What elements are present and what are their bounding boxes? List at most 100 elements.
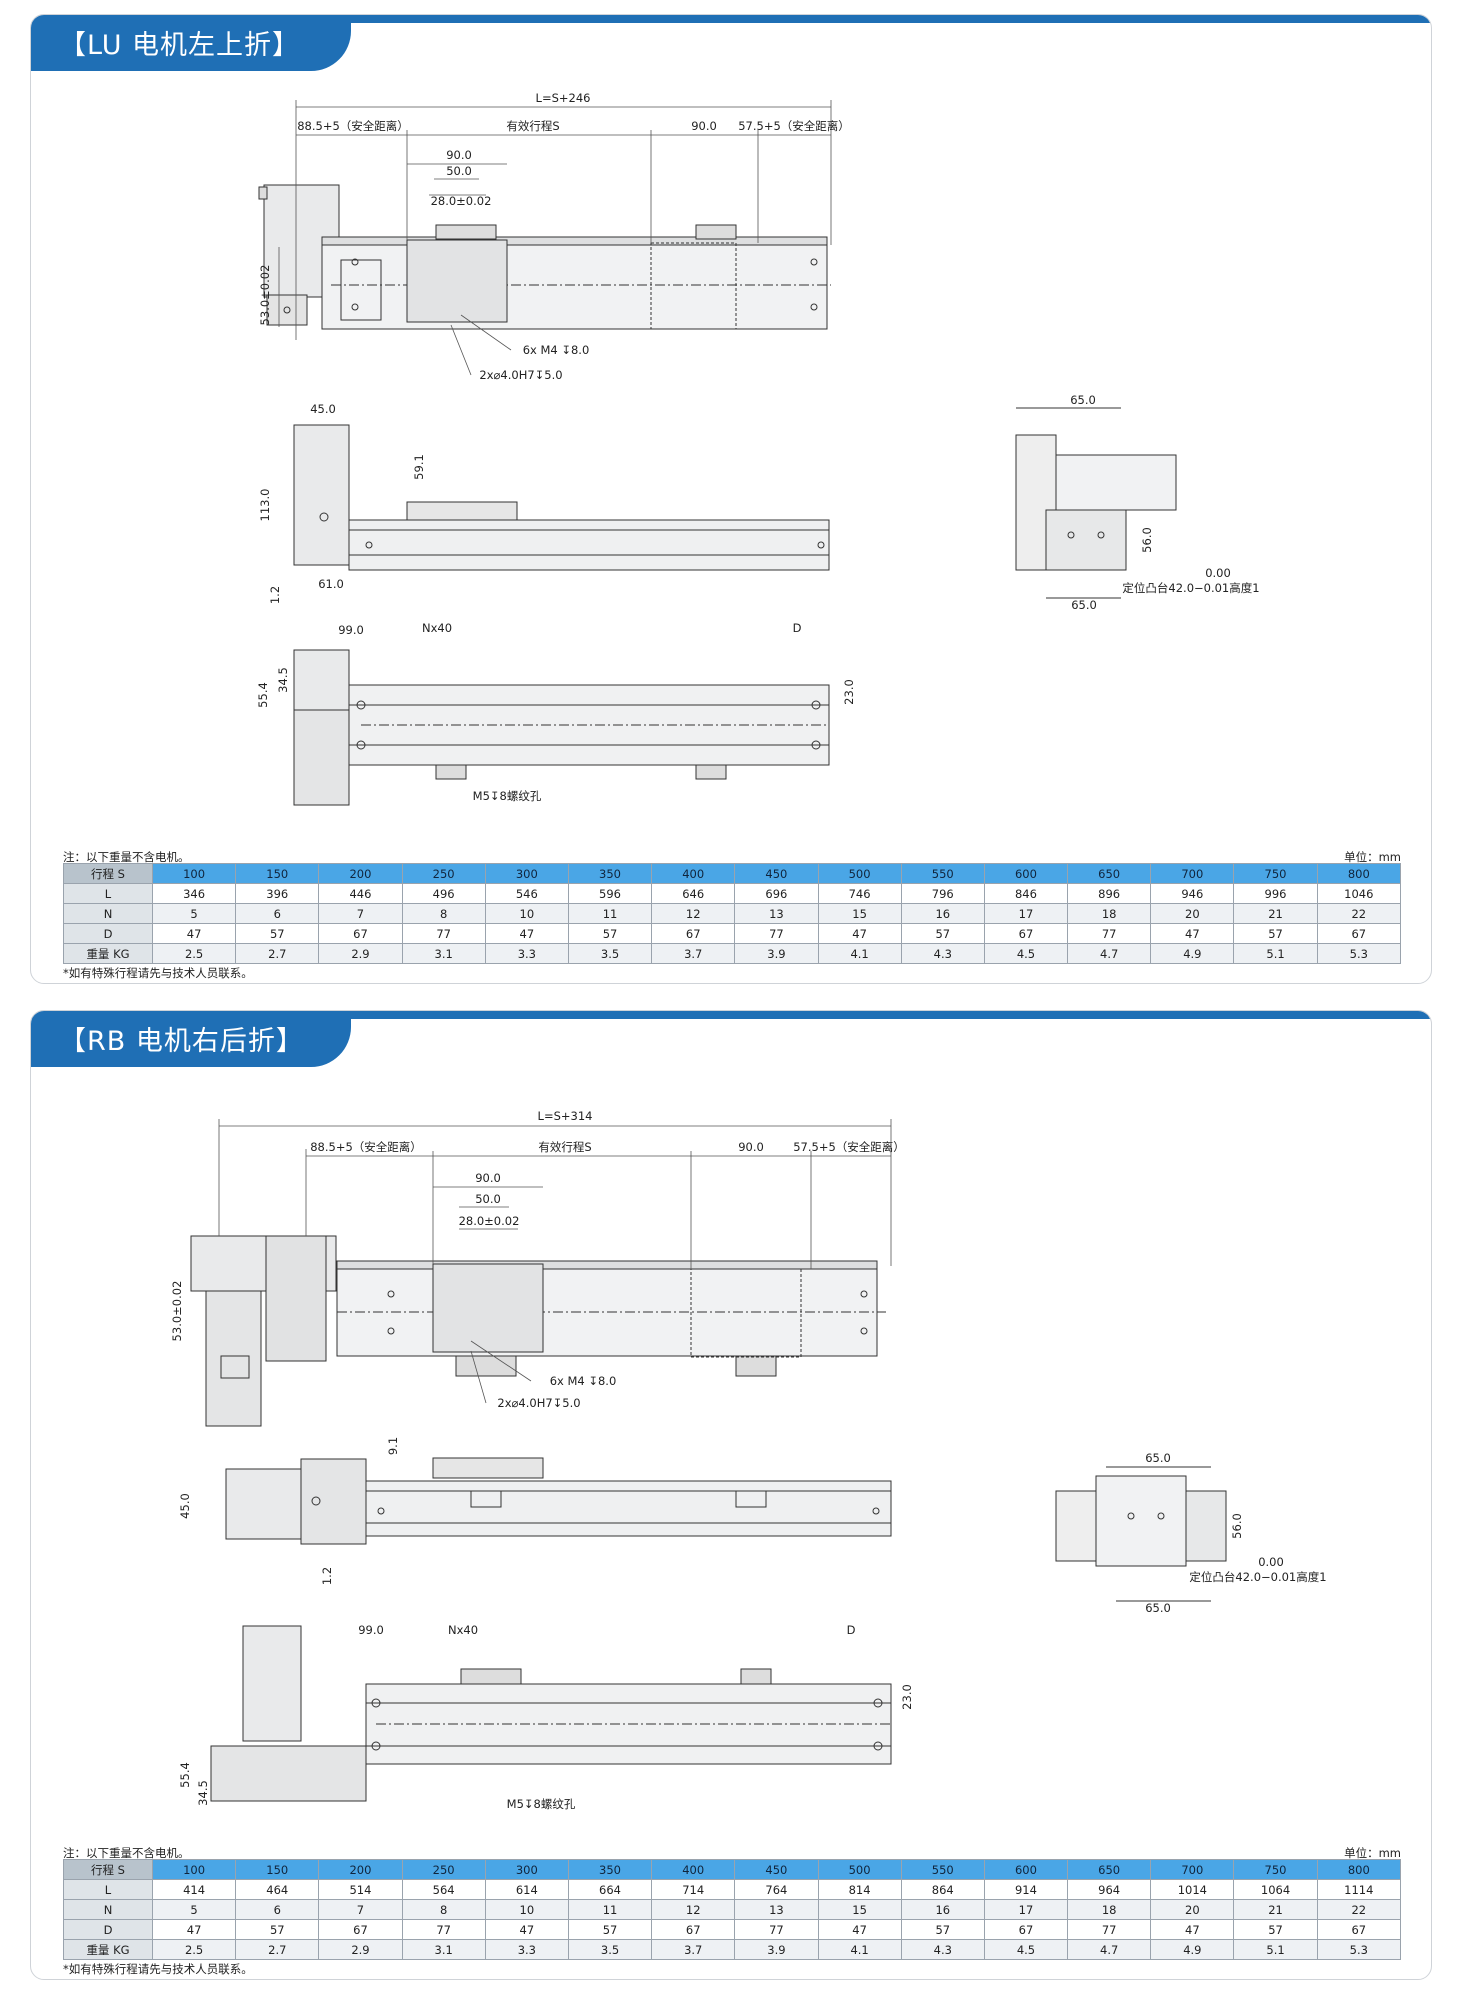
table-cell: 4.5 — [983, 1939, 1069, 1960]
svg-text:99.0: 99.0 — [338, 623, 364, 637]
table-cell: 996 — [1233, 883, 1318, 904]
table-cell: 10 — [484, 1899, 569, 1920]
table-cell: 3.1 — [401, 1939, 486, 1960]
table-cell: 300 — [484, 1859, 569, 1880]
table-cell: 396 — [235, 883, 320, 904]
svg-text:57.5+5（安全距离）: 57.5+5（安全距离） — [738, 119, 850, 133]
table-cell: 250 — [401, 1859, 486, 1880]
table-cell: 20 — [1150, 1899, 1235, 1920]
svg-text:23.0: 23.0 — [842, 679, 856, 705]
table-cell: 11 — [567, 1899, 653, 1920]
table-cell: 13 — [734, 903, 819, 924]
table-cell: 550 — [900, 1859, 985, 1880]
rb-dimensions: L=S+314 88.5+5（安全距离） 有效行程S 90.0 57.5+5（安… — [170, 1109, 1327, 1811]
table-cell: 350 — [567, 1859, 653, 1880]
table-cell: 3.3 — [484, 1939, 569, 1960]
table-cell: 11 — [567, 903, 653, 924]
table-cell: 600 — [983, 863, 1069, 884]
svg-text:56.0: 56.0 — [1230, 1513, 1244, 1539]
table-row-label: 行程 S — [63, 1859, 153, 1880]
table-cell: 4.3 — [900, 1939, 985, 1960]
table-cell: 646 — [651, 883, 736, 904]
table-cell: 47 — [151, 1919, 237, 1940]
table-cell: 550 — [900, 863, 985, 884]
svg-text:2x⌀4.0H7↧5.0: 2x⌀4.0H7↧5.0 — [497, 1396, 580, 1410]
svg-text:Nx40: Nx40 — [422, 621, 452, 635]
table-cell: 47 — [1150, 923, 1235, 944]
svg-text:有效行程S: 有效行程S — [538, 1140, 591, 1154]
table-cell: 77 — [1067, 923, 1152, 944]
table-cell: 67 — [651, 923, 736, 944]
table-cell: 414 — [151, 1879, 237, 1900]
table-cell: 714 — [651, 1879, 736, 1900]
table-cell: 496 — [401, 883, 486, 904]
table-cell: 400 — [651, 1859, 736, 1880]
svg-text:55.4: 55.4 — [256, 682, 270, 708]
svg-text:Nx40: Nx40 — [448, 1623, 478, 1637]
table-cell: 800 — [1316, 1859, 1402, 1880]
svg-text:28.0±0.02: 28.0±0.02 — [459, 1214, 520, 1228]
table-cell: 3.5 — [567, 1939, 653, 1960]
table-cell: 3.9 — [734, 943, 819, 964]
table-cell: 47 — [817, 923, 902, 944]
svg-text:9.1: 9.1 — [386, 1437, 400, 1455]
table-cell: 500 — [817, 1859, 902, 1880]
unit-label: 单位：mm — [1344, 1846, 1401, 1860]
svg-text:65.0: 65.0 — [1145, 1451, 1171, 1465]
table-cell: 814 — [817, 1879, 902, 1900]
table-cell: 47 — [484, 1919, 569, 1940]
table-cell: 5 — [151, 1899, 237, 1920]
svg-text:90.0: 90.0 — [691, 119, 717, 133]
table-cell: 664 — [567, 1879, 653, 1900]
svg-text:M5↧8螺纹孔: M5↧8螺纹孔 — [507, 1797, 576, 1811]
table-cell: 8 — [401, 1899, 486, 1920]
svg-text:34.5: 34.5 — [196, 1780, 210, 1806]
table-cell: 150 — [235, 1859, 320, 1880]
table-cell: 77 — [401, 923, 486, 944]
table-cell: 746 — [817, 883, 902, 904]
svg-text:1.2: 1.2 — [268, 586, 282, 604]
table-cell: 18 — [1067, 1899, 1152, 1920]
svg-text:L=S+246: L=S+246 — [536, 91, 591, 105]
table-cell: 18 — [1067, 903, 1152, 924]
svg-text:定位凸台42.0−0.01高度1: 定位凸台42.0−0.01高度1 — [1189, 1570, 1326, 1584]
svg-text:53.0±0.02: 53.0±0.02 — [170, 1281, 184, 1342]
table-cell: 2.5 — [151, 1939, 237, 1960]
svg-text:45.0: 45.0 — [310, 402, 336, 416]
svg-text:D: D — [847, 1623, 856, 1637]
svg-text:6x M4 ↧8.0: 6x M4 ↧8.0 — [523, 343, 590, 357]
section-title: 【LU 电机左上折】 — [31, 21, 351, 71]
table-cell: 6 — [235, 903, 320, 924]
table-cell: 4.3 — [900, 943, 985, 964]
table-cell: 564 — [401, 1879, 486, 1900]
lu-end-view — [1015, 407, 1177, 599]
table-cell: 67 — [1316, 923, 1402, 944]
svg-text:2x⌀4.0H7↧5.0: 2x⌀4.0H7↧5.0 — [479, 368, 562, 382]
table-row-label: 重量 KG — [63, 943, 153, 964]
rb-front-view — [225, 1457, 892, 1545]
svg-text:53.0±0.02: 53.0±0.02 — [258, 265, 272, 326]
table-cell: 650 — [1067, 863, 1152, 884]
table-cell: 57 — [900, 1919, 985, 1940]
svg-text:90.0: 90.0 — [475, 1171, 501, 1185]
table-cell: 914 — [983, 1879, 1069, 1900]
table-cell: 4.7 — [1067, 943, 1152, 964]
rb-end-view — [1055, 1466, 1227, 1602]
svg-text:88.5+5（安全距离）: 88.5+5（安全距离） — [297, 119, 409, 133]
table-cell: 614 — [484, 1879, 569, 1900]
table-cell: 67 — [1316, 1919, 1402, 1940]
table-cell: 350 — [567, 863, 653, 884]
table-cell: 546 — [484, 883, 569, 904]
section-rb: 【RB 电机右后折】 — [30, 1010, 1432, 1980]
svg-text:50.0: 50.0 — [475, 1192, 501, 1206]
lu-top-view — [258, 184, 831, 330]
table-cell: 7 — [318, 903, 403, 924]
table-cell: 2.9 — [318, 1939, 403, 1960]
svg-text:34.5: 34.5 — [276, 667, 290, 693]
